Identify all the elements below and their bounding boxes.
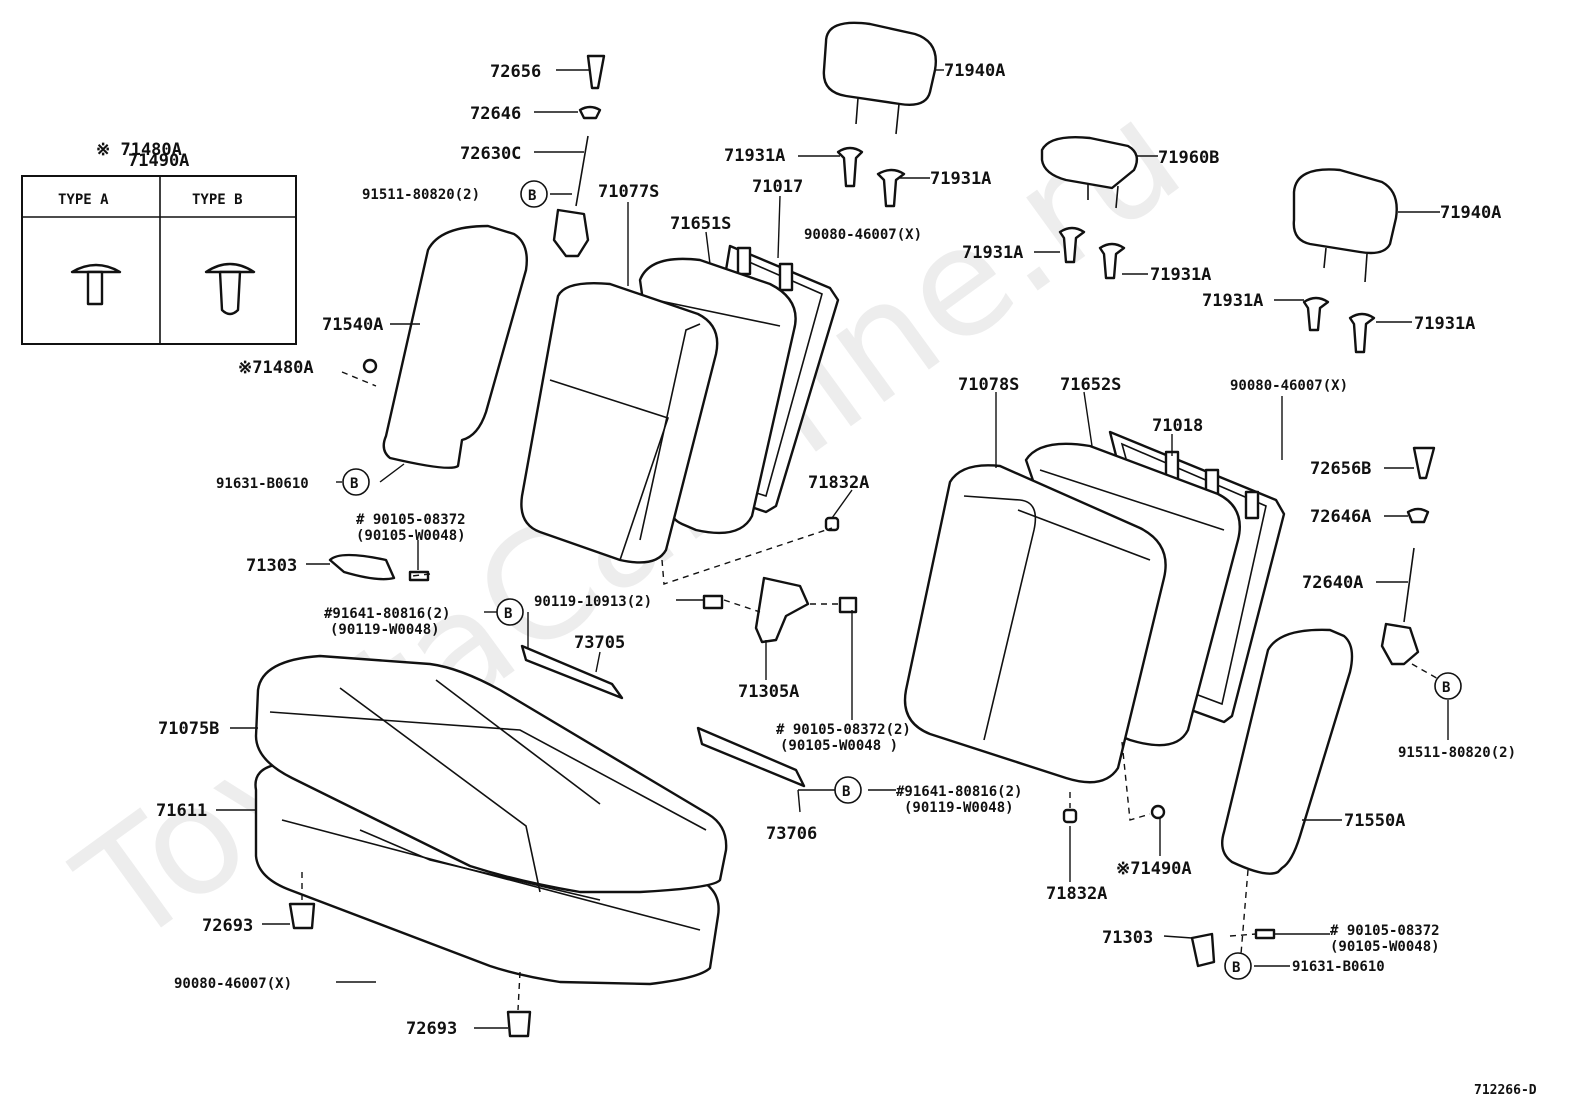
- label-91641-mid-1: #91641-80816(2): [896, 784, 1022, 800]
- clip-type-a-icon: [70, 263, 122, 306]
- label-90105-left-1: # 90105-08372: [356, 512, 466, 528]
- label-71931a-5: 71931A: [1202, 291, 1263, 311]
- label-71931a-6: 71931A: [1414, 314, 1475, 334]
- label-72646: 72646: [470, 104, 521, 124]
- label-91631-right: 91631-B0610: [1292, 959, 1385, 975]
- label-71931a-3: 71931A: [962, 243, 1023, 263]
- part-labels: 72656 72646 72630C 91511-80820(2) 71077S…: [156, 61, 1516, 1039]
- side-cushion-71540a: [382, 224, 528, 469]
- reference-code: 712266-D: [1474, 1083, 1537, 1098]
- label-91641-left-2: (90119-W0048): [330, 622, 440, 638]
- legend-type-b: TYPE B: [192, 192, 243, 208]
- label-72656b: 72656B: [1310, 459, 1371, 479]
- label-91631-left: 91631-B0610: [216, 476, 309, 492]
- b-marker-4: B: [842, 784, 850, 800]
- label-71940a-top: 71940A: [944, 61, 1005, 81]
- b-markers: B B B B B B: [342, 180, 1462, 980]
- label-72656: 72656: [490, 62, 541, 82]
- label-71540a: 71540A: [322, 315, 383, 335]
- label-90080-right: 90080-46007(X): [1230, 378, 1348, 394]
- headrest-71940a-right: [1292, 168, 1398, 283]
- label-71832a-bottom: 71832A: [1046, 884, 1107, 904]
- label-72630c: 72630C: [460, 144, 521, 164]
- headrest-guides: [836, 146, 1376, 354]
- legend-type-a: TYPE A: [58, 192, 109, 208]
- seat-cushion-71075b: [254, 654, 728, 986]
- label-71931a-2: 71931A: [930, 169, 991, 189]
- label-71305a: 71305A: [738, 682, 799, 702]
- label-71931a-4: 71931A: [1150, 265, 1211, 285]
- label-73706: 73706: [766, 824, 817, 844]
- label-71480a: ※71480A: [238, 358, 314, 378]
- label-91641-mid-2: (90119-W0048): [904, 800, 1014, 816]
- label-91511-left: 91511-80820(2): [362, 187, 480, 203]
- label-71078s: 71078S: [958, 375, 1019, 395]
- headrest-71960b: [1040, 136, 1139, 209]
- label-90105-mid-1: # 90105-08372(2): [776, 722, 911, 738]
- label-90119: 90119-10913(2): [534, 594, 652, 610]
- clip-type-b-icon: [204, 262, 256, 316]
- legend-line1: ※ 71480A: [96, 140, 182, 160]
- label-90105-left-2: (90105-W0048): [356, 528, 466, 544]
- label-90080-bottom: 90080-46007(X): [174, 976, 292, 992]
- label-73705: 73705: [574, 633, 625, 653]
- label-71832a-top: 71832A: [808, 473, 869, 493]
- small-hardware: [288, 54, 1436, 1038]
- label-71960b: 71960B: [1158, 148, 1219, 168]
- leader-lines: [216, 69, 1449, 1029]
- label-71018: 71018: [1152, 416, 1203, 436]
- label-71075b: 71075B: [158, 719, 219, 739]
- label-71651s: 71651S: [670, 214, 731, 234]
- label-71303-left: 71303: [246, 556, 297, 576]
- side-cushion-71550a: [1221, 628, 1354, 875]
- label-90105-right-2: (90105-W0048): [1330, 939, 1440, 955]
- seat-back-right: [903, 430, 1286, 784]
- label-90080-top: 90080-46007(X): [804, 227, 922, 243]
- label-72693-lower: 72693: [406, 1019, 457, 1039]
- b-marker-3: B: [504, 606, 512, 622]
- label-71303-right: 71303: [1102, 928, 1153, 948]
- label-72646a: 72646A: [1310, 507, 1371, 527]
- label-71931a-1: 71931A: [724, 146, 785, 166]
- label-72640a: 72640A: [1302, 573, 1363, 593]
- label-91511-right: 91511-80820(2): [1398, 745, 1516, 761]
- label-90105-right-1: # 90105-08372: [1330, 923, 1440, 939]
- b-marker-6: B: [1232, 960, 1240, 976]
- b-marker-1: B: [528, 188, 536, 204]
- label-71077s: 71077S: [598, 182, 659, 202]
- b-marker-5: B: [1442, 680, 1450, 696]
- label-72693-upper: 72693: [202, 916, 253, 936]
- headrest-71940a-left: [822, 21, 937, 135]
- label-71611: 71611: [156, 801, 207, 821]
- label-91641-left-1: #91641-80816(2): [324, 606, 450, 622]
- label-71017: 71017: [752, 177, 803, 197]
- seat-back-left: [520, 244, 840, 564]
- label-71550a: 71550A: [1344, 811, 1405, 831]
- label-90105-mid-2: (90105-W0048 ): [780, 738, 898, 754]
- label-71940a-right: 71940A: [1440, 203, 1501, 223]
- label-71490a: ※71490A: [1116, 859, 1192, 879]
- b-marker-2: B: [350, 476, 358, 492]
- legend-line2: 71490A: [128, 151, 189, 171]
- label-71652s: 71652S: [1060, 375, 1121, 395]
- clip-type-legend: ※ 71480A 71490A TYPE A TYPE B: [21, 140, 297, 345]
- dashed-assembly-lines: [301, 371, 1441, 1011]
